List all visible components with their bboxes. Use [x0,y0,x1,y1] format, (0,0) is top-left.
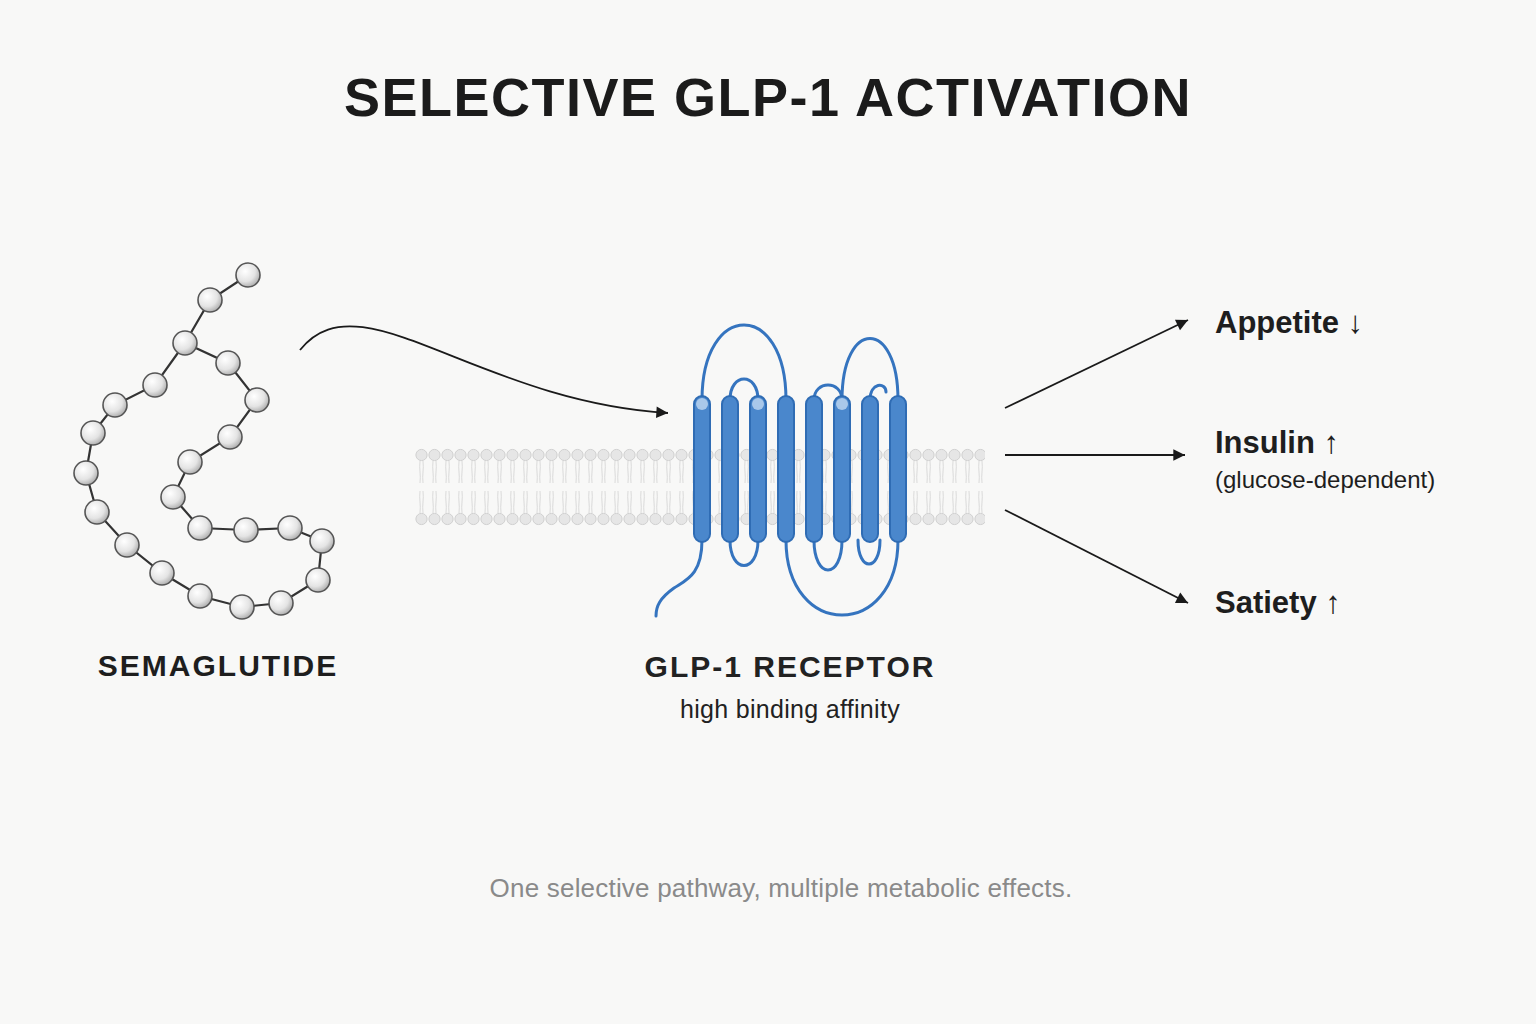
effect-node: Satiety ↑ [1188,585,1448,625]
receptor-node: GLP-1 RECEPTORhigh binding affinity [668,320,1005,730]
arrow-connector [300,326,668,413]
node-label: GLP-1 RECEPTOR [590,649,990,685]
effect-node: Insulin ↑(glucose-dependent) [1185,425,1505,500]
arrow-connector [1005,510,1188,603]
effect-node: Appetite ↓ [1188,302,1448,344]
title-text: SELECTIVE GLP-1 ACTIVATION [0,66,1536,128]
arrow-connector [1005,320,1188,408]
node-sublabel: (glucose-dependent) [1215,465,1515,495]
node-label: SEMAGLUTIDE [68,648,368,684]
node-label: Appetite ↓ [1215,305,1515,341]
node-sublabel: high binding affinity [590,694,990,724]
node-label: Satiety ↑ [1215,585,1515,621]
node-label: Insulin ↑ [1215,425,1515,461]
peptide-node: SEMAGLUTIDE [70,255,300,695]
peptide-chain [74,263,334,619]
arrow-connector [1005,454,1185,456]
receptor-symbol [656,325,906,616]
caption-text: One selective pathway, multiple metaboli… [0,872,1536,904]
